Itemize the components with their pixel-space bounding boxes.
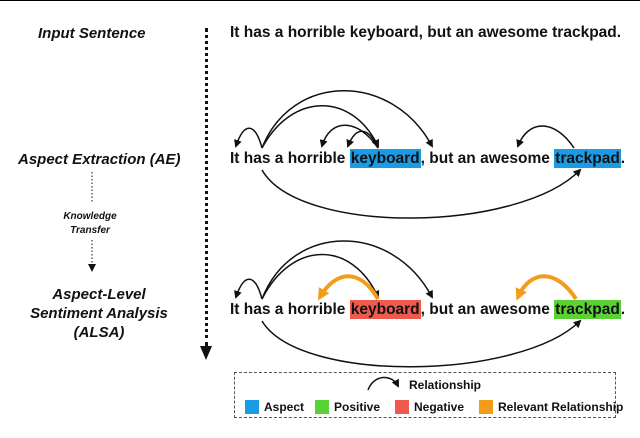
legend-negative-label: Negative [414,400,465,414]
knowledge-transfer-label: Knowledge Transfer [60,210,120,238]
stage-input-label: Input Sentence [38,25,146,42]
alsa-line1: Aspect-Level [52,286,146,303]
ae-arc-it-self [234,127,263,149]
transfer-line1: Knowledge [63,211,117,222]
legend-relevant: Relevant Relationship [479,400,623,414]
legend-relevant-swatch [479,400,493,414]
legend-relationship-arc-icon [367,376,399,391]
stage-ae-label: Aspect Extraction (AE) [18,151,181,168]
ae-arcs [234,90,582,219]
sentence-alsa: It has a horrible keyboard, but an aweso… [230,300,626,319]
ae-aspect-keyboard: keyboard [349,149,421,168]
ae-arc-it-trackpad [261,168,582,219]
timeline-divider [205,28,208,346]
ae-aspect-trackpad: trackpad [554,149,621,168]
alsa-arc-it-but [261,240,433,300]
ae-mid: , but an awesome [420,150,555,167]
alsa-aspect-keyboard-negative: keyboard [349,300,421,319]
transfer-line2: Transfer [70,225,110,236]
legend-positive-swatch [315,400,329,414]
ae-arc-it-but [261,90,433,149]
legend-negative: Negative [395,400,464,414]
alsa-mid: , but an awesome [420,301,555,318]
legend: Relationship Aspect Positive Negative Re… [234,372,623,418]
legend-negative-swatch [395,400,409,414]
alsa-arc-it-self [234,278,263,300]
ae-arc-it-keyboard [261,105,379,149]
ae-arc-keyboard-horrible [319,124,379,149]
legend-aspect-label: Aspect [264,400,305,414]
alsa-arc-it-keyboard [261,253,380,300]
alsa-arc-it-trackpad [261,319,582,368]
legend-aspect-swatch [245,400,259,414]
alsa-line3: (ALSA) [73,324,125,341]
legend-positive-label: Positive [334,400,381,414]
legend-positive: Positive [315,400,380,414]
alsa-arcs [234,240,582,368]
alsa-aspect-trackpad-positive: trackpad [554,300,621,319]
alsa-relevant-trackpad-awesome [515,274,578,301]
sentence-ae: It has a horrible keyboard, but an aweso… [230,149,626,168]
legend-aspect: Aspect [245,400,304,414]
stage-alsa-label: Aspect-Level Sentiment Analysis (ALSA) [14,285,184,342]
alsa-line2: Sentiment Analysis [30,305,168,322]
alsa-relevant-keyboard-horrible [317,274,380,301]
ae-arc-trackpad-awesome [516,125,575,149]
ae-arc-keyboard-a [346,130,379,149]
legend-relevant-label: Relevant Relationship [498,400,624,414]
top-rule [0,0,640,1]
alsa-end: . [620,301,626,318]
alsa-pre: It has a horrible [230,301,350,318]
legend-relationship: Relationship [409,378,481,392]
ae-end: . [620,150,626,167]
ae-pre: It has a horrible [230,150,350,167]
sentence-input: It has a horrible keyboard, but an aweso… [230,24,622,41]
divider-arrowhead [200,346,212,360]
legend-relationship-label: Relationship [409,378,482,392]
